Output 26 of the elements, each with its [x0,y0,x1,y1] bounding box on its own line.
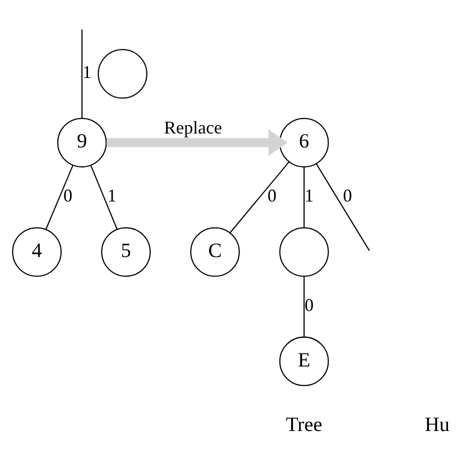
connector [45,164,74,229]
edge-label: 1 [304,185,314,206]
node-circle: 5 [101,226,151,276]
edge-label: 0 [267,185,276,206]
edge-label: 1 [82,62,92,82]
edge-label: Replace [164,116,222,137]
connector [316,163,370,250]
label: Tree [286,414,322,436]
node-circle: 4 [12,226,62,276]
edge-label: 0 [342,185,352,206]
connector [304,276,305,337]
connector [90,164,118,229]
arrow [106,128,288,156]
node-circle: 6 [279,117,329,167]
edge-label: 0 [304,294,314,314]
connector [230,161,290,232]
edge-label: 1 [107,185,116,206]
node-circle: 9 [57,117,107,167]
label: Hu [424,414,450,436]
connector [81,28,83,118]
node-circle: C [190,226,240,276]
node-circle [98,48,148,98]
node-circle [279,226,329,276]
node-circle: E [279,336,329,386]
edge-label: 0 [63,185,72,206]
connector [304,166,305,228]
